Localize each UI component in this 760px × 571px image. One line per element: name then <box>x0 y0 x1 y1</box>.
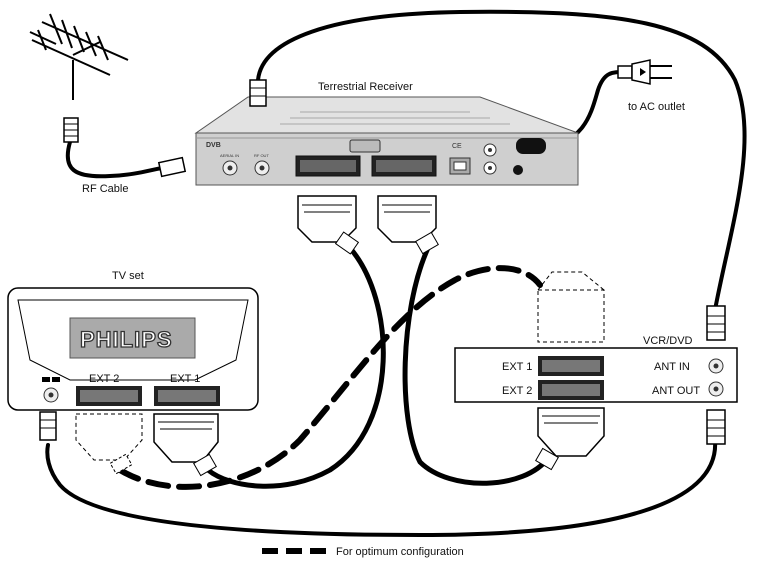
terrestrial-receiver: AERIAL IN RF OUT DVB CE <box>194 96 579 186</box>
vcr-ext1-port <box>538 356 604 376</box>
receiver-rf-plug-icon <box>249 79 267 107</box>
legend: For optimum configuration <box>262 546 464 558</box>
svg-text:DVB: DVB <box>206 142 221 149</box>
rf-plug-icon <box>157 156 187 178</box>
rf-cable-label: RF Cable <box>82 183 128 195</box>
dashed-optional-cable <box>117 265 543 490</box>
vcr-scart-plug-icon <box>535 407 605 471</box>
rf-cable-vcr-to-tv <box>45 438 718 538</box>
vcr-ext2-label: EXT 2 <box>502 385 532 397</box>
ac-plug-icon <box>617 59 672 85</box>
receiver-label: Terrestrial Receiver <box>318 81 413 93</box>
receiver-scart-plug-right-icon <box>377 195 439 255</box>
vcr-ant-out-plug-icon <box>706 409 726 445</box>
antenna-plug-icon <box>63 117 79 143</box>
svg-text:CE: CE <box>452 143 462 150</box>
legend-text: For optimum configuration <box>336 546 464 558</box>
ac-outlet-label: to AC outlet <box>628 101 685 113</box>
vcr-dvd: EXT 1 EXT 2 ANT IN ANT OUT <box>454 347 738 403</box>
antenna-icon <box>29 13 129 100</box>
scart-cable-receiver-tv <box>205 245 386 489</box>
vcr-ext2-port <box>538 380 604 400</box>
vcr-ant-out-label: ANT OUT <box>652 385 700 397</box>
svg-text:AERIAL IN: AERIAL IN <box>220 153 239 158</box>
vcr-ant-out-jack <box>708 381 724 397</box>
cables <box>45 9 747 538</box>
rf-cable-receiver-to-vcr <box>256 9 747 312</box>
vcr-ext1-label: EXT 1 <box>502 361 532 373</box>
svg-text:RF OUT: RF OUT <box>254 153 269 158</box>
tv-set: PHILIPS EXT 2 EXT 1 <box>7 287 259 411</box>
vcr-ant-in-jack <box>708 358 724 374</box>
tv-antenna-jack <box>42 377 60 403</box>
tv-rf-plug-icon <box>39 411 57 441</box>
rf-cable-antenna <box>65 140 164 179</box>
tv-set-label: TV set <box>112 270 144 282</box>
vcr-ant-in-label: ANT IN <box>654 361 690 373</box>
tv-scart-plug-icon <box>153 413 219 477</box>
tv-brand-logo: PHILIPS <box>80 327 173 352</box>
scart-cable-receiver-vcr <box>402 245 551 486</box>
tv-ext1-port <box>154 386 220 406</box>
vcr-scart-plug-dashed-icon <box>537 271 605 343</box>
tv-ext2-label: EXT 2 <box>89 373 119 385</box>
tv-scart-plug-dashed-icon <box>75 413 143 475</box>
receiver-scart-plug-left-icon <box>297 195 360 255</box>
vcr-title-label: VCR/DVD <box>643 335 693 347</box>
tv-ext2-port <box>76 386 142 406</box>
vcr-ant-in-plug-icon <box>706 305 726 341</box>
tv-ext1-label: EXT 1 <box>170 373 200 385</box>
